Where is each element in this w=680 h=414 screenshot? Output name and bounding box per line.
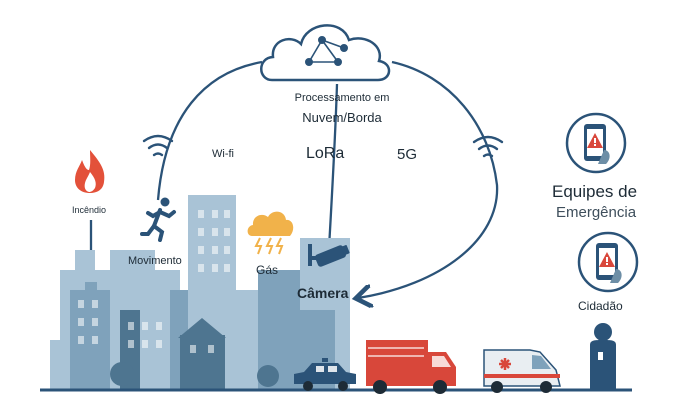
emergency-teams-label-line1: Equipes de — [552, 182, 637, 202]
cloud-icon — [261, 25, 389, 80]
cloud-label-line2: Nuvem/Borda — [262, 110, 422, 125]
fire-icon — [75, 150, 104, 193]
fire-sensor-label: Incêndio — [72, 205, 106, 215]
tree — [257, 365, 279, 387]
wifi-label: Wi-fi — [212, 148, 234, 160]
fire-truck-icon — [366, 340, 456, 394]
5g-label: 5G — [397, 146, 417, 163]
lora-label: LoRa — [306, 145, 344, 163]
gas-sensor-label: Gás — [256, 263, 278, 277]
cloud-label-line1: Processamento em — [262, 92, 422, 104]
person-icon — [590, 323, 616, 390]
emergency-phone-icon — [567, 114, 625, 172]
tree — [110, 362, 134, 386]
wifi-icon-right — [474, 137, 502, 156]
motion-sensor-label: Movimento — [128, 255, 182, 267]
camera-label: Câmera — [297, 285, 348, 301]
citizen-label: Cidadão — [578, 299, 623, 313]
gas-cloud-icon — [248, 212, 294, 254]
citizen-phone-icon — [579, 233, 637, 291]
wifi-link-line — [158, 62, 262, 200]
emergency-teams-label-line2: Emergência — [556, 204, 636, 221]
ambulance-icon — [484, 350, 560, 393]
running-person-icon — [142, 198, 174, 241]
